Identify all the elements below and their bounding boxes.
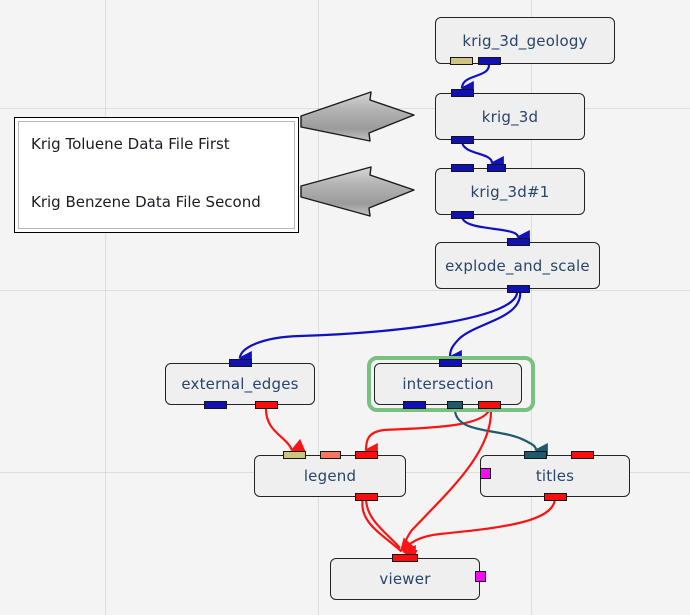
node-intersection[interactable]: intersection	[374, 363, 522, 405]
annotation-spacer	[31, 154, 284, 192]
port-legend-in-red[interactable]	[355, 451, 378, 459]
port-legend-out-red[interactable]	[355, 493, 378, 501]
wire-geology-to-krig3d	[460, 64, 491, 96]
node-legend[interactable]: legend	[254, 455, 406, 497]
port-legend-in-salmon[interactable]	[320, 451, 341, 459]
node-label: krig_3d_geology	[462, 31, 588, 50]
wire-krig3d1-to-explode	[460, 215, 530, 244]
port-legend-in-khaki[interactable]	[283, 451, 306, 459]
port-intersection-out-red[interactable]	[478, 401, 501, 409]
port-intersection-out-blue[interactable]	[403, 401, 426, 409]
annotation-line-2: Krig Benzene Data File Second	[31, 193, 261, 211]
annotation-inner-frame: Krig Toluene Data File First Krig Benzen…	[18, 121, 295, 229]
node-explode-and-scale[interactable]: explode_and_scale	[435, 242, 600, 289]
titles-parameter-marker[interactable]	[480, 468, 491, 479]
node-label: legend	[303, 467, 357, 485]
port-krig-3d-in[interactable]	[451, 89, 474, 97]
intersection-selection-highlight	[367, 356, 535, 412]
viewer-parameter-marker[interactable]	[475, 571, 486, 582]
port-krig-3d-1-out[interactable]	[451, 211, 474, 219]
wire-external-edges-to-legend	[264, 408, 306, 452]
port-titles-in-red[interactable]	[571, 451, 594, 459]
node-titles[interactable]: titles	[480, 455, 630, 497]
wire-legend-to-viewer-a	[364, 497, 401, 549]
port-external-edges-out-red[interactable]	[255, 401, 278, 409]
node-label: intersection	[402, 375, 494, 393]
port-intersection-out-teal[interactable]	[447, 401, 463, 409]
node-label: explode_and_scale	[445, 256, 590, 275]
wire-explode-to-external-edges	[238, 289, 519, 366]
node-label: krig_3d#1	[470, 182, 550, 201]
wire-intersection-to-legend	[364, 409, 491, 458]
port-krig-3d-geology-out-khaki[interactable]	[450, 57, 473, 65]
wire-intersection-to-titles	[453, 409, 548, 458]
callout-arrow-upper	[300, 91, 415, 142]
port-external-edges-out-blue[interactable]	[204, 401, 227, 409]
wire-legend-to-viewer-b	[361, 497, 415, 553]
node-krig-3d-1[interactable]: krig_3d#1	[435, 168, 585, 215]
callout-arrow-lower	[300, 166, 415, 217]
port-external-edges-in[interactable]	[229, 359, 252, 367]
annotation-line-1: Krig Toluene Data File First	[31, 135, 230, 153]
wire-explode-to-intersection	[448, 289, 522, 365]
port-krig-3d-1-in-b[interactable]	[487, 164, 506, 172]
port-explode-out[interactable]	[507, 285, 530, 293]
node-krig-3d[interactable]: krig_3d	[435, 93, 585, 140]
node-label: titles	[535, 467, 575, 485]
node-viewer[interactable]: viewer	[330, 558, 480, 600]
wire-titles-to-viewer	[402, 497, 557, 563]
port-titles-out-red[interactable]	[544, 493, 567, 501]
port-krig-3d-1-in-a[interactable]	[451, 164, 474, 172]
port-krig-3d-out[interactable]	[451, 136, 474, 144]
port-explode-in[interactable]	[507, 238, 530, 246]
port-viewer-in-red[interactable]	[392, 554, 418, 562]
node-label: viewer	[379, 570, 431, 588]
port-krig-3d-geology-out-blue[interactable]	[478, 57, 501, 65]
port-intersection-in[interactable]	[439, 359, 462, 367]
node-label: krig_3d	[481, 107, 539, 126]
node-label: external_edges	[181, 375, 299, 393]
annotation-callout[interactable]: Krig Toluene Data File First Krig Benzen…	[14, 117, 299, 233]
port-titles-in-teal[interactable]	[524, 451, 547, 459]
node-external-edges[interactable]: external_edges	[165, 363, 315, 405]
wire-krig3d-to-krig3d1	[460, 140, 504, 171]
